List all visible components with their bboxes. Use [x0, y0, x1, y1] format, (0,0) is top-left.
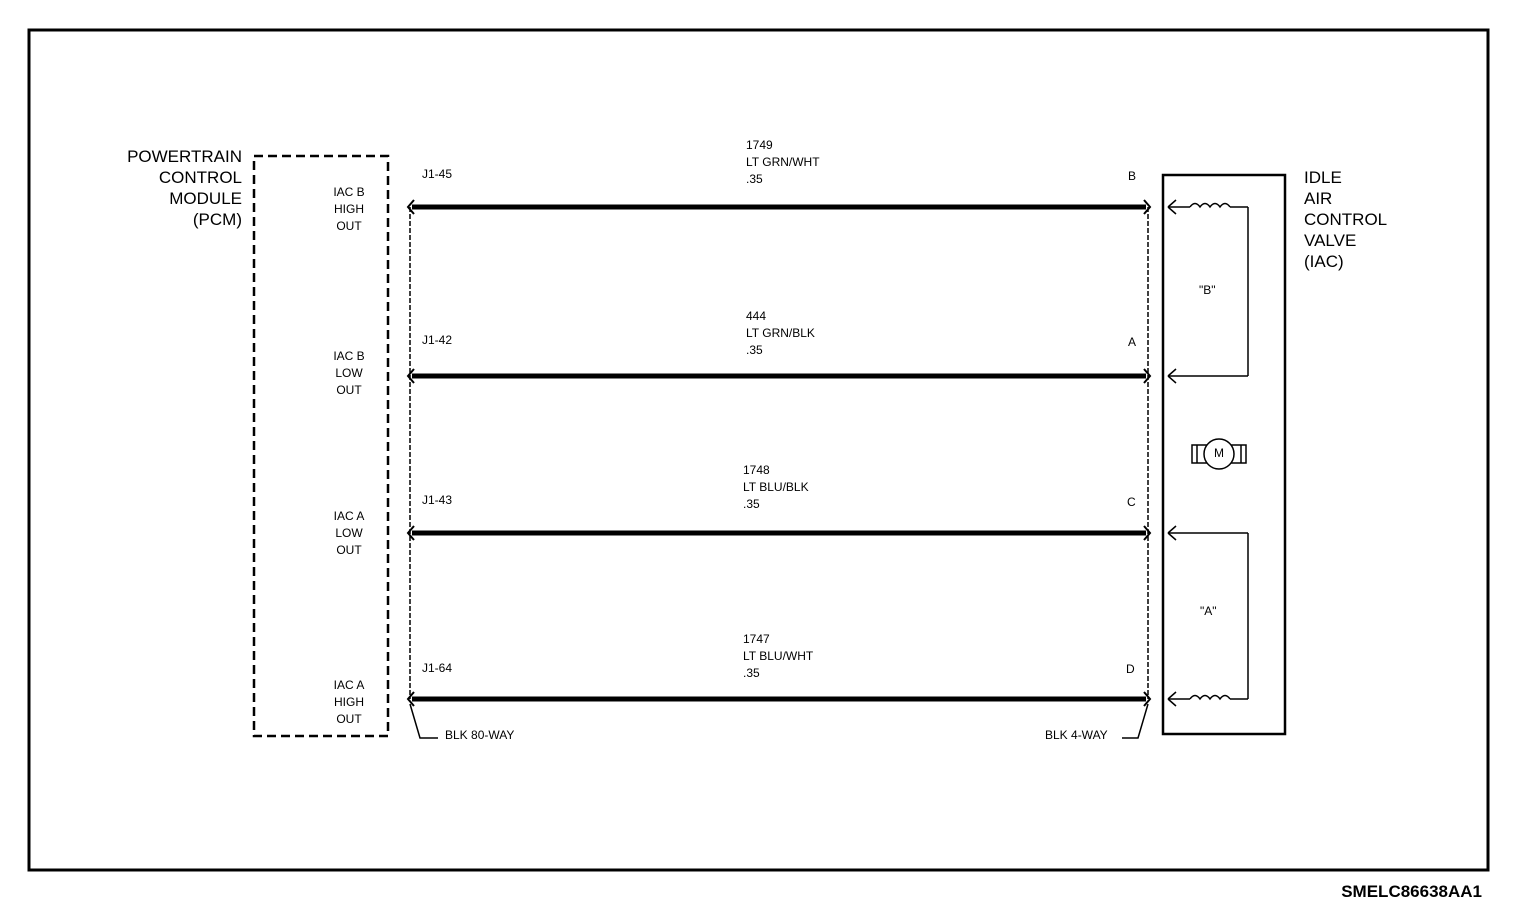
wire-size: .35 [743, 497, 760, 511]
pcm-pin-j1-42: J1-42 [422, 333, 453, 347]
iac-pin-b: B [1128, 169, 1137, 183]
pcm-pin-j1-45: J1-45 [422, 167, 453, 181]
wire-color: LT BLU/WHT [743, 649, 814, 663]
coil-b [1167, 199, 1249, 384]
wire-info-1748: 1748 LT BLU/BLK .35 [743, 462, 809, 513]
pcm-title-line-2: CONTROL [158, 168, 242, 187]
outer-frame [27, 28, 1490, 872]
wire-info-1749: 1749 LT GRN/WHT .35 [746, 137, 820, 188]
iac-title: IDLE AIR CONTROL VALVE (IAC) [1304, 167, 1387, 272]
motor-icon [1191, 438, 1247, 470]
wire-1747 [406, 691, 1152, 707]
wire-color: LT BLU/BLK [743, 480, 809, 494]
iac-title-line-1: IDLE [1304, 168, 1342, 187]
coil-a [1167, 525, 1249, 707]
pcm-title-line-1: POWERTRAIN [127, 147, 242, 166]
wire-444 [406, 368, 1152, 384]
wire-1749 [406, 199, 1152, 215]
iac-connector-label: BLK 4-WAY [1045, 728, 1108, 742]
iac-connector-bracket [1122, 703, 1149, 739]
pcm-pin-label-iac-a-high: IAC A HIGH OUT [333, 678, 365, 726]
wire-info-444: 444 LT GRN/BLK .35 [746, 308, 815, 359]
iac-title-line-2: AIR [1304, 189, 1333, 208]
pcm-title-line-3: MODULE [169, 189, 242, 208]
pcm-title-line-4: (PCM) [192, 210, 242, 229]
iac-title-line-5: (IAC) [1304, 252, 1344, 271]
pcm-pin-j1-64: J1-64 [422, 661, 453, 675]
wire-info-1747: 1747 LT BLU/WHT .35 [743, 631, 813, 682]
iac-pin-a: A [1128, 335, 1137, 349]
wire-color: LT GRN/BLK [746, 326, 815, 340]
wire-size: .35 [746, 343, 763, 357]
wire-size: .35 [746, 172, 763, 186]
coil-a-label: "A" [1200, 604, 1217, 618]
wire-color: LT GRN/WHT [746, 155, 820, 169]
circuit-number: 1749 [746, 138, 773, 152]
circuit-number: 444 [746, 309, 767, 323]
iac-title-line-3: CONTROL [1304, 210, 1388, 229]
circuit-number: 1747 [743, 632, 770, 646]
iac-pin-d: D [1126, 662, 1135, 676]
pcm-connector-bracket [409, 703, 438, 739]
pcm-pin-label-iac-b-low: IAC B LOW OUT [333, 349, 365, 397]
pcm-pin-label-iac-b-high: IAC B HIGH OUT [333, 185, 365, 233]
wire-1748 [406, 525, 1152, 541]
circuit-number: 1748 [743, 463, 770, 477]
coil-b-label: "B" [1199, 283, 1216, 297]
pcm-pin-j1-43: J1-43 [422, 493, 453, 507]
pcm-pin-label-iac-a-low: IAC A LOW OUT [333, 509, 365, 557]
iac-box [1161, 173, 1287, 736]
pcm-box [252, 154, 390, 738]
motor-label: M [1214, 446, 1224, 460]
iac-pin-c: C [1127, 495, 1136, 509]
wire-size: .35 [743, 666, 760, 680]
pcm-connector-label: BLK 80-WAY [445, 728, 515, 742]
diagram-code: SMELC86638AA1 [1341, 882, 1482, 901]
pcm-title: POWERTRAIN CONTROL MODULE (PCM) [127, 146, 242, 230]
iac-title-line-4: VALVE [1304, 231, 1357, 250]
